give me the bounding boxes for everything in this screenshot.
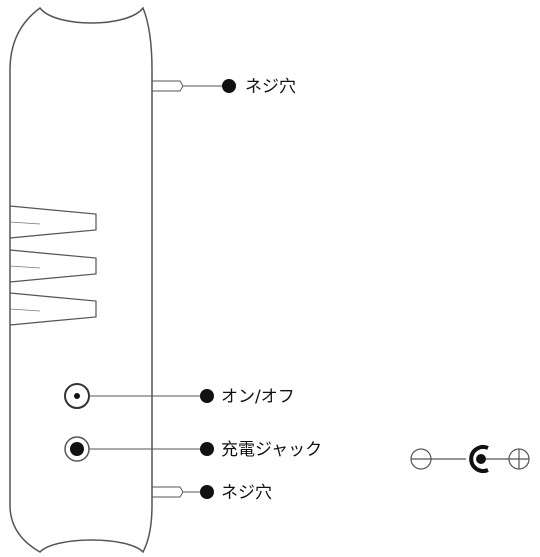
screw-hole-top-slot <box>152 80 184 92</box>
side-button-2 <box>9 249 97 283</box>
leader-dot-screw-bottom <box>200 485 214 499</box>
screw-hole-top-label: ネジ穴 <box>245 77 296 97</box>
side-buttons <box>9 205 97 326</box>
charge-jack-inner <box>70 442 84 456</box>
leader-dot-power <box>200 389 214 403</box>
device-body <box>9 6 153 554</box>
polarity-symbol <box>410 445 530 473</box>
leader-dot-charge <box>200 442 214 456</box>
power-switch-inner <box>74 393 80 399</box>
power-switch: オン/オフ <box>64 383 295 409</box>
charge-jack-label: 充電ジャック <box>221 440 322 460</box>
screw-hole-bottom-label: ネジ穴 <box>221 483 272 503</box>
charge-jack: 充電ジャック <box>64 436 322 462</box>
screw-hole-top: ネジ穴 <box>152 77 296 97</box>
plus-circle-icon <box>508 448 530 470</box>
jack-center-icon <box>469 445 489 473</box>
minus-circle-icon <box>410 448 432 470</box>
side-button-1 <box>9 205 97 239</box>
leader-dot-screw-top <box>222 79 236 93</box>
screw-hole-bottom-slot <box>152 486 184 498</box>
screw-hole-bottom: ネジ穴 <box>152 483 272 503</box>
side-button-3 <box>9 292 97 326</box>
on-off-label: オン/オフ <box>221 387 295 407</box>
